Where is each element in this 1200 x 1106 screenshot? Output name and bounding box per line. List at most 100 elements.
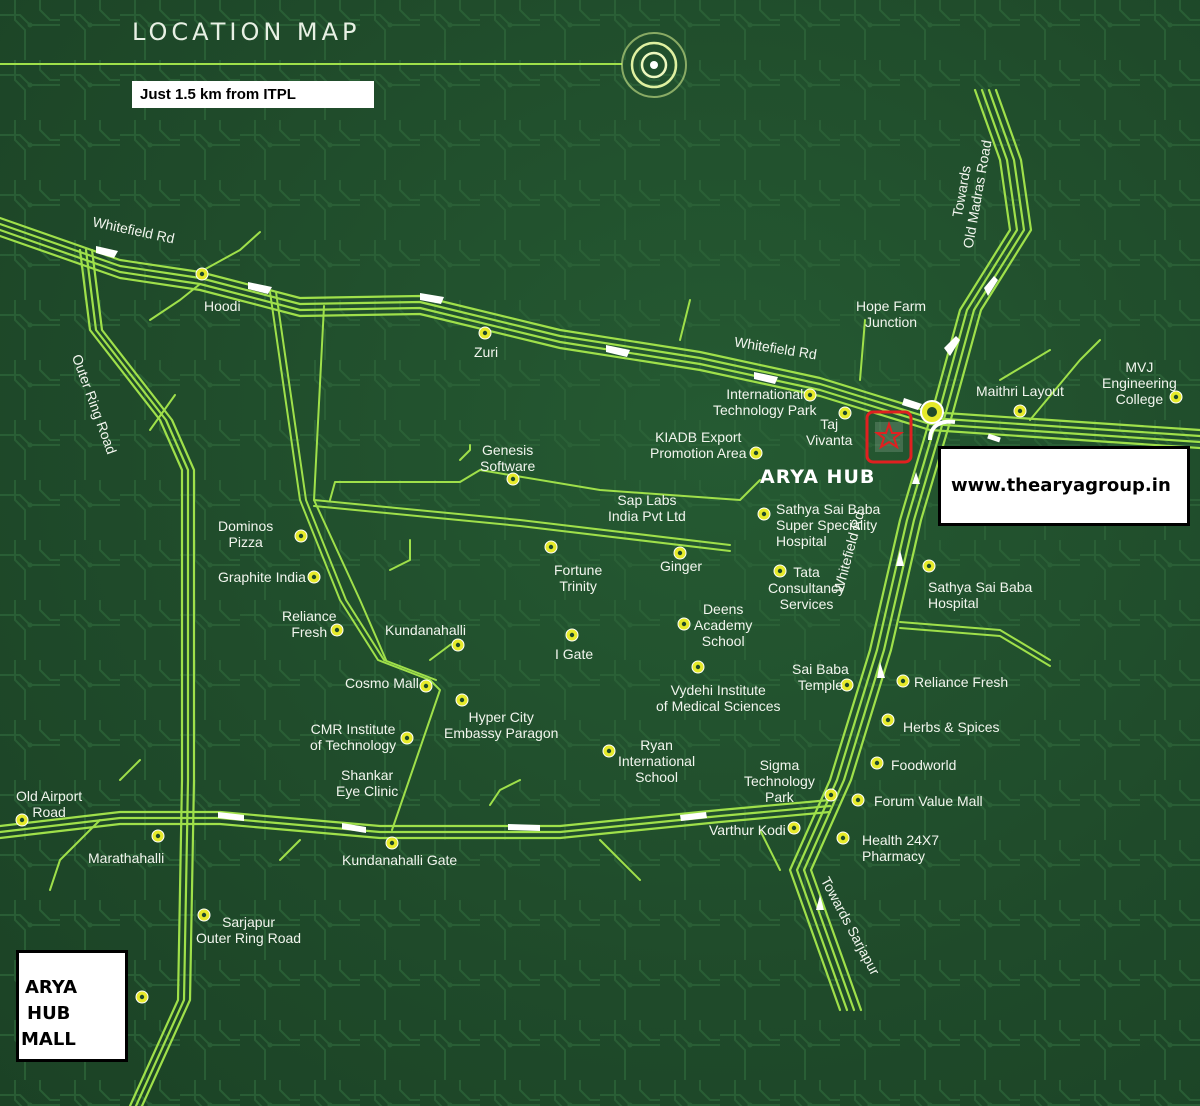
place-label-maithri: Maithri Layout bbox=[976, 383, 1064, 399]
place-label-line: Trinity bbox=[559, 578, 597, 594]
place-label-kundanahalli: Kundanahalli bbox=[385, 622, 466, 638]
map-title: LOCATION MAP bbox=[132, 18, 361, 46]
place-label-line: Promotion Area bbox=[650, 445, 747, 461]
place-marker-icon bbox=[840, 678, 854, 692]
place-marker-icon bbox=[691, 660, 705, 674]
arya-hub-marker bbox=[865, 410, 913, 464]
place-label-line: KIADB Export bbox=[655, 429, 742, 445]
place-label-line: CMR Institute bbox=[310, 721, 396, 737]
road-label-line: Road bbox=[32, 804, 66, 820]
place-marker-icon bbox=[896, 674, 910, 688]
place-marker-icon bbox=[400, 731, 414, 745]
place-marker-icon bbox=[677, 617, 691, 631]
place-label-line: Shankar bbox=[341, 767, 394, 783]
place-marker-icon bbox=[455, 693, 469, 707]
place-label-line: Eye Clinic bbox=[336, 783, 399, 799]
place-marker-icon bbox=[749, 446, 763, 460]
place-label-line: of Technology bbox=[310, 737, 397, 753]
place-marker-icon bbox=[881, 713, 895, 727]
place-label-line: Foodworld bbox=[891, 757, 957, 773]
place-marker-icon bbox=[838, 406, 852, 420]
place-label-line: Vivanta bbox=[806, 432, 853, 448]
place-label-line: Sigma bbox=[759, 757, 800, 773]
place-marker-icon bbox=[307, 570, 321, 584]
place-label-line: Cosmo Mall bbox=[345, 675, 419, 691]
place-label-line: Park bbox=[765, 789, 794, 805]
place-label-line: Varthur Kodi bbox=[709, 822, 786, 838]
place-label-line: Kundanahalli bbox=[385, 622, 466, 638]
place-label-line: Super Speciality bbox=[776, 517, 878, 533]
place-label-line: Ryan bbox=[640, 737, 673, 753]
place-label-cosmo: Cosmo Mall bbox=[345, 675, 419, 691]
place-label-line: School bbox=[701, 633, 745, 649]
mall-label-line: HUB bbox=[27, 1003, 71, 1024]
place-label-herbs: Herbs & Spices bbox=[903, 719, 999, 735]
place-marker-icon bbox=[1169, 390, 1183, 404]
arrow-icon bbox=[902, 398, 922, 410]
arrow-icon bbox=[816, 895, 824, 910]
arrow-icon bbox=[96, 246, 118, 258]
place-label-line: Hospital bbox=[776, 533, 827, 549]
project-label: ARYA HUB bbox=[760, 466, 876, 488]
place-label-line: School bbox=[635, 769, 678, 785]
place-label-line: Sathya Sai Baba bbox=[928, 579, 1033, 595]
old-airport-road bbox=[0, 798, 832, 840]
place-label-line: College bbox=[1115, 391, 1164, 407]
place-label-line: Reliance bbox=[282, 608, 337, 624]
place-label-line: Herbs & Spices bbox=[903, 719, 1000, 735]
place-marker-icon bbox=[757, 507, 771, 521]
place-label-line: Consultancy bbox=[768, 580, 846, 596]
place-label-line: India Pvt Ltd bbox=[608, 508, 686, 524]
place-marker-icon bbox=[787, 821, 801, 835]
arrow-icon bbox=[218, 812, 244, 821]
place-label-line: Outer Ring Road bbox=[196, 930, 302, 946]
direction-arrows bbox=[96, 246, 1001, 910]
arrow-icon bbox=[877, 662, 885, 678]
place-label-line: Ginger bbox=[660, 558, 703, 574]
place-label-zuri: Zuri bbox=[474, 344, 498, 360]
place-label-ginger: Ginger bbox=[660, 558, 702, 574]
place-label-line: Technology bbox=[744, 773, 815, 789]
place-marker-icon bbox=[197, 908, 211, 922]
place-marker-icon bbox=[419, 679, 433, 693]
place-label-line: Genesis bbox=[481, 442, 534, 458]
place-label-line: Zuri bbox=[474, 344, 499, 360]
arrow-icon bbox=[896, 550, 904, 566]
place-marker-icon bbox=[506, 472, 520, 486]
arrow-icon bbox=[342, 823, 366, 833]
place-marker-icon bbox=[773, 564, 787, 578]
place-label-line: Sap Labs bbox=[617, 492, 677, 508]
place-marker-icon bbox=[851, 793, 865, 807]
place-label-line: Pharmacy bbox=[862, 848, 926, 864]
arrow-icon bbox=[984, 276, 998, 296]
place-label-line: International bbox=[618, 753, 696, 769]
star-icon bbox=[873, 420, 905, 450]
place-label-line: Maithri Layout bbox=[976, 383, 1064, 399]
place-label-line: Engineering bbox=[1102, 375, 1177, 391]
website-url[interactable]: www.thearyagroup.in bbox=[951, 475, 1171, 496]
place-label-line: Hyper City bbox=[468, 709, 534, 725]
place-marker-icon bbox=[478, 326, 492, 340]
place-label-line: Software bbox=[480, 458, 536, 474]
place-marker-icon bbox=[15, 813, 29, 827]
website-box[interactable]: www.thearyagroup.in bbox=[938, 446, 1190, 526]
